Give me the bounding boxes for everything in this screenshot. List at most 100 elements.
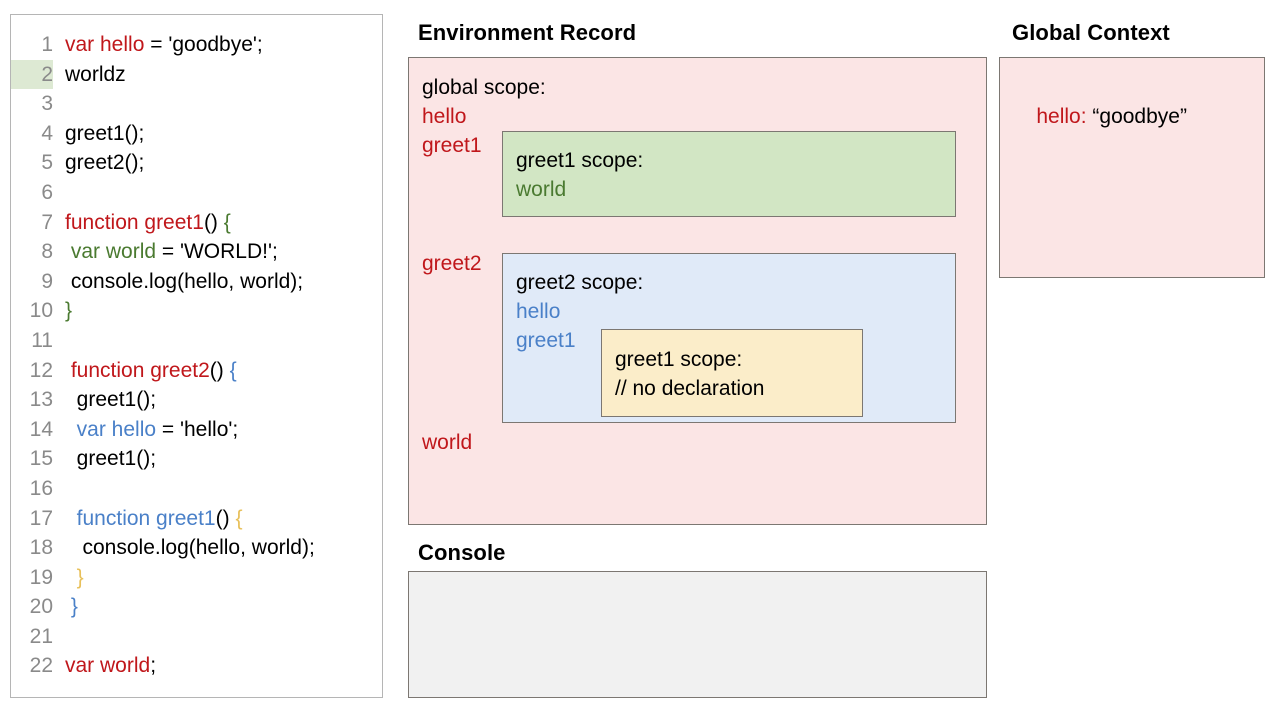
code-token: { — [223, 210, 231, 234]
environment-record-title: Environment Record — [418, 20, 637, 45]
global-context-title: Global Context — [1012, 20, 1170, 45]
code-token — [65, 566, 77, 589]
code-token: ; — [150, 654, 157, 678]
greet2-binding-hello: hello — [516, 300, 561, 323]
code-line[interactable]: 12 function greet2() { — [11, 356, 382, 386]
code-token: greet1(); — [65, 447, 157, 471]
console-output-box[interactable] — [408, 571, 987, 698]
line-number: 6 — [41, 180, 53, 204]
code-token — [65, 418, 77, 441]
code-line[interactable]: 3 — [11, 89, 382, 119]
code-line-text: var world; — [53, 651, 156, 681]
code-token: () — [215, 506, 236, 530]
code-line-text: console.log(hello, world); — [53, 533, 315, 563]
global-scope-box[interactable]: global scope: hello greet1 greet2 world … — [408, 57, 987, 525]
inner-greet1-scope-label: greet1 scope: — [615, 348, 743, 371]
code-token: greet1(); — [65, 121, 145, 145]
line-number: 18 — [29, 536, 53, 560]
global-binding-hello: hello — [422, 105, 467, 128]
code-token: function greet1 — [76, 506, 216, 530]
code-line[interactable]: 19 } — [11, 563, 382, 593]
line-number: 13 — [29, 388, 53, 412]
global-context-entry-value: “goodbye” — [1092, 105, 1187, 128]
line-number: 16 — [29, 476, 53, 500]
code-token: = 'goodbye'; — [144, 33, 263, 56]
code-line-text: function greet1() { — [53, 208, 231, 238]
code-token: } — [70, 595, 78, 619]
code-line-text: greet1(); — [53, 444, 156, 474]
code-line[interactable]: 9 console.log(hello, world); — [11, 267, 382, 297]
code-token: greet1(); — [65, 388, 157, 412]
greet1-scope-box[interactable]: greet1 scope: world — [502, 131, 956, 217]
code-line-text: greet2(); — [53, 148, 144, 178]
code-token: { — [229, 358, 237, 382]
code-token: = 'hello'; — [156, 417, 239, 441]
code-line[interactable]: 17 function greet1() { — [11, 504, 382, 534]
line-number: 10 — [29, 299, 53, 323]
line-number: 8 — [41, 240, 53, 264]
code-line-text: var hello = 'hello'; — [53, 415, 239, 445]
code-line[interactable]: 16 — [11, 474, 382, 504]
line-number: 3 — [41, 92, 53, 116]
code-token: { — [235, 506, 243, 530]
global-context-entry: hello: “goodbye” — [1013, 73, 1187, 160]
code-line[interactable]: 21 — [11, 622, 382, 652]
line-number: 7 — [41, 210, 53, 234]
code-token: var hello — [65, 33, 145, 56]
line-number: 4 — [41, 121, 53, 145]
global-context-entry-key: hello: — [1036, 105, 1087, 128]
greet2-scope-box[interactable]: greet2 scope: hello greet1 greet1 scope:… — [502, 253, 956, 423]
global-binding-world: world — [422, 431, 473, 454]
line-number: 22 — [29, 654, 53, 678]
code-line-text: } — [53, 563, 84, 593]
code-line[interactable]: 6 — [11, 178, 382, 208]
code-line[interactable]: 11 — [11, 326, 382, 356]
code-token: greet2(); — [65, 151, 145, 175]
code-token: var hello — [76, 417, 157, 441]
global-binding-greet1: greet1 — [422, 134, 482, 157]
code-line[interactable]: 8 var world = 'WORLD!'; — [11, 237, 382, 267]
code-line-text: greet1(); — [53, 119, 144, 149]
code-line-text: function greet2() { — [53, 356, 237, 386]
line-number: 5 — [41, 151, 53, 175]
code-token: function greet2 — [70, 358, 210, 382]
code-line-text: } — [53, 592, 78, 622]
inner-greet1-no-declaration: // no declaration — [615, 377, 765, 400]
code-line[interactable]: 14 var hello = 'hello'; — [11, 415, 382, 445]
code-token: () — [209, 358, 230, 382]
line-number: 21 — [29, 624, 53, 648]
greet2-binding-greet1: greet1 — [516, 329, 576, 352]
code-line[interactable]: 15 greet1(); — [11, 444, 382, 474]
code-line[interactable]: 13 greet1(); — [11, 385, 382, 415]
code-token: var world — [70, 240, 157, 264]
code-line[interactable]: 4 greet1(); — [11, 119, 382, 149]
inner-greet1-scope-box[interactable]: greet1 scope: // no declaration — [601, 329, 863, 417]
line-number: 15 — [29, 447, 53, 471]
code-line[interactable]: 10} — [11, 296, 382, 326]
code-line-text: var world = 'WORLD!'; — [53, 237, 278, 267]
greet1-scope-label: greet1 scope: — [516, 149, 644, 172]
code-line-text: console.log(hello, world); — [53, 267, 303, 297]
code-line-text: } — [53, 296, 72, 326]
code-line[interactable]: 18 console.log(hello, world); — [11, 533, 382, 563]
line-number: 20 — [29, 595, 53, 619]
code-line[interactable]: 20 } — [11, 592, 382, 622]
greet2-scope-label: greet2 scope: — [516, 271, 644, 294]
code-line-text: var hello = 'goodbye'; — [53, 30, 263, 60]
global-context-box[interactable]: hello: “goodbye” — [999, 57, 1265, 278]
global-scope-label: global scope: — [422, 76, 546, 99]
code-token: var world — [65, 654, 151, 678]
console-title: Console — [418, 540, 506, 565]
code-token — [65, 507, 77, 530]
code-token: worldz — [65, 62, 126, 86]
code-token: console.log(hello, world); — [65, 536, 315, 560]
code-token: console.log(hello, world); — [65, 269, 304, 293]
code-line-text: function greet1() { — [53, 504, 243, 534]
code-line[interactable]: 5 greet2(); — [11, 148, 382, 178]
